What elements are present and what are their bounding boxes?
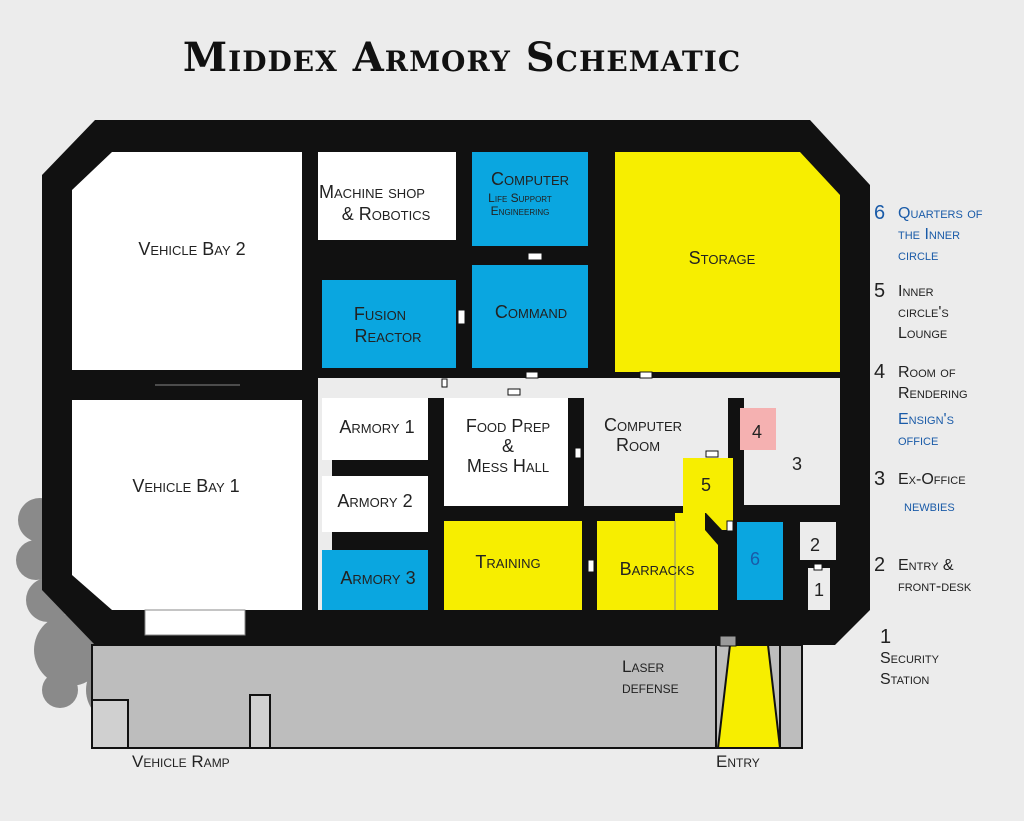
room-command bbox=[472, 265, 588, 368]
vehicle-bay-door bbox=[144, 609, 246, 636]
room-computer-life-support bbox=[472, 152, 588, 246]
label-food-amp: & bbox=[502, 436, 514, 456]
room-vehicle-bay-2 bbox=[72, 152, 302, 370]
label-command: Command bbox=[495, 302, 567, 322]
label-storage: Storage bbox=[689, 248, 756, 268]
label-mess-hall: Mess Hall bbox=[467, 456, 549, 476]
label-reactor: Reactor bbox=[355, 326, 422, 346]
room-food-prep bbox=[444, 398, 568, 506]
label-life-support: Life Support bbox=[488, 191, 552, 205]
legend-num-2: 2 bbox=[874, 554, 886, 576]
entry-label: Entry bbox=[716, 752, 760, 771]
legend-2-line-1: Entry & bbox=[898, 557, 954, 574]
laser-defense-turret bbox=[719, 635, 737, 647]
room-6 bbox=[737, 522, 783, 600]
legend-3-extra-1: newbies bbox=[904, 498, 955, 515]
ramp-left bbox=[91, 699, 129, 749]
room-armory-1 bbox=[322, 398, 428, 460]
page-title: Middex Armory Schematic bbox=[182, 34, 742, 81]
label-armory-2: Armory 2 bbox=[337, 491, 412, 511]
label-room-1: 1 bbox=[814, 580, 824, 600]
legend-num-4: 4 bbox=[874, 361, 886, 383]
label-armory-1: Armory 1 bbox=[339, 417, 414, 437]
label-room-3: 3 bbox=[792, 454, 802, 474]
label-machine-shop-1: Machine shop bbox=[319, 182, 425, 202]
doors bbox=[441, 252, 823, 573]
room-machine-shop bbox=[318, 152, 456, 240]
legend-item-2: 2 Entry & front-desk bbox=[874, 555, 1020, 597]
label-vehicle-bay-2: Vehicle Bay 2 bbox=[138, 239, 245, 259]
laser-defense-line-1: Laser bbox=[622, 657, 665, 676]
outside-apron bbox=[91, 644, 803, 749]
label-room-6: 6 bbox=[750, 549, 760, 569]
legend-num-1: 1 bbox=[880, 626, 892, 648]
laser-defense-line-2: defense bbox=[622, 678, 679, 697]
label-engineering: Engineering bbox=[491, 204, 550, 218]
legend-5-line-1: Inner bbox=[898, 283, 934, 300]
label-room-2: 2 bbox=[810, 535, 820, 555]
legend-1-line-2: Station bbox=[880, 671, 930, 688]
room-2 bbox=[800, 522, 836, 560]
corridor bbox=[318, 378, 840, 398]
room-training bbox=[444, 521, 582, 610]
room-fusion-reactor bbox=[322, 280, 456, 368]
ramp-right bbox=[249, 694, 271, 749]
label-computer: Computer bbox=[491, 169, 569, 189]
legend-item-3: 3 Ex-Office bbox=[874, 469, 1020, 490]
legend-extra-4: Ensign's office bbox=[898, 409, 1018, 451]
legend-item-6: 6 Quarters of the Inner circle bbox=[874, 203, 1020, 266]
label-training: Training bbox=[475, 552, 540, 572]
label-computer-room-1: Computer bbox=[604, 415, 682, 435]
legend-6-line-1: Quarters of bbox=[898, 205, 983, 222]
label-vehicle-bay-1: Vehicle Bay 1 bbox=[132, 476, 239, 496]
legend-num-3: 3 bbox=[874, 468, 886, 490]
label-barracks: Barracks bbox=[620, 559, 695, 579]
legend-3-line-1: Ex-Office bbox=[898, 471, 966, 488]
legend-2-line-2: front-desk bbox=[898, 578, 972, 595]
legend-4-extra-2: office bbox=[898, 432, 939, 449]
label-machine-shop-2: & Robotics bbox=[342, 204, 431, 224]
room-4 bbox=[740, 408, 776, 450]
legend-4-extra-1: Ensign's bbox=[898, 411, 954, 428]
room-barracks bbox=[597, 513, 718, 610]
legend-extra-3: newbies bbox=[904, 496, 1024, 517]
legend-1-line-1: Security bbox=[880, 650, 939, 667]
label-room-4: 4 bbox=[752, 422, 762, 442]
room-armory-3 bbox=[322, 550, 428, 610]
room-armory-2 bbox=[322, 476, 428, 532]
legend-5-line-2: circle's bbox=[898, 304, 949, 321]
label-food-prep: Food Prep bbox=[466, 416, 550, 436]
legend-6-line-2: the Inner bbox=[898, 226, 961, 243]
legend-num-5: 5 bbox=[874, 280, 886, 302]
room-5 bbox=[683, 458, 733, 530]
room-storage bbox=[615, 152, 840, 372]
legend-5-line-3: Lounge bbox=[898, 325, 948, 342]
laser-defense-label: Laser defense bbox=[622, 656, 679, 698]
room-vehicle-bay-1 bbox=[72, 400, 302, 610]
label-room-5: 5 bbox=[701, 475, 711, 495]
label-armory-3: Armory 3 bbox=[340, 568, 415, 588]
label-computer-room-2: Room bbox=[616, 435, 660, 455]
legend-item-4: 4 Room of Rendering bbox=[874, 362, 1020, 404]
room-1 bbox=[808, 568, 830, 610]
legend-4-line-1: Room of bbox=[898, 364, 956, 381]
legend-num-6: 6 bbox=[874, 202, 886, 224]
label-fusion: Fusion bbox=[354, 304, 406, 324]
legend-4-line-2: Rendering bbox=[898, 385, 968, 402]
legend-6-line-3: circle bbox=[898, 247, 939, 264]
entry-path bbox=[716, 644, 782, 749]
vehicle-ramp-label: Vehicle Ramp bbox=[132, 752, 230, 771]
